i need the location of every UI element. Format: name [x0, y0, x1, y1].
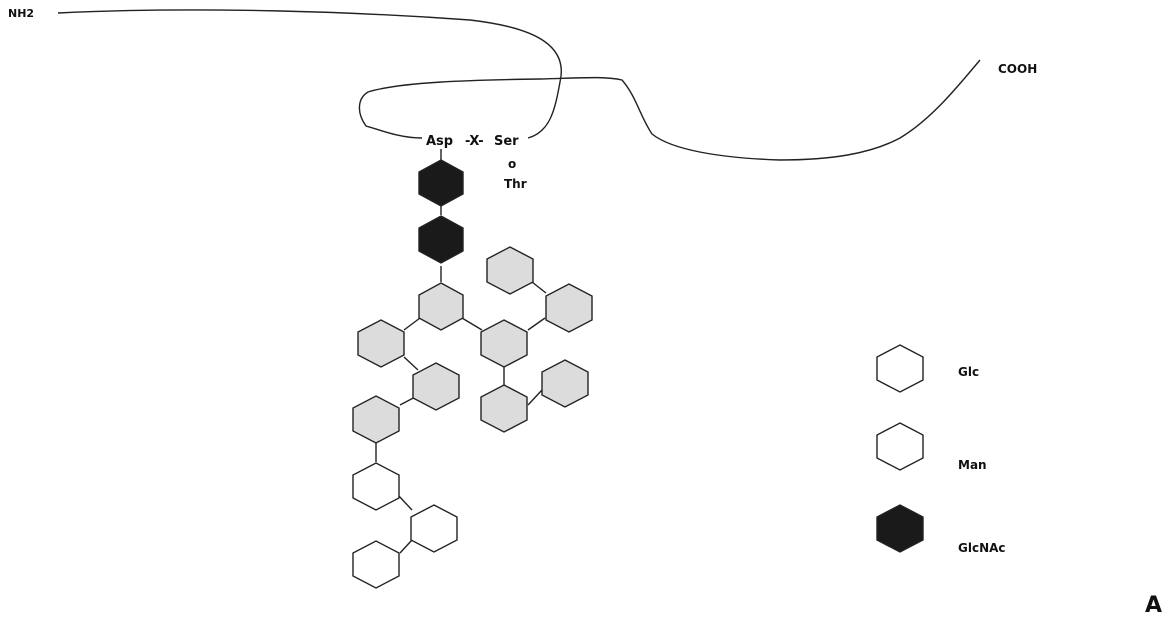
mannose-residue — [357, 319, 405, 368]
mannose-residue — [480, 319, 528, 368]
mannose-core-residue — [418, 282, 464, 331]
legend-glcnac-swatch — [876, 504, 924, 553]
legend-man-label: Man — [958, 458, 987, 472]
mannose-residue — [541, 359, 589, 408]
mannose-residue — [412, 362, 460, 411]
legend-glc-swatch — [876, 344, 924, 393]
glucose-residue — [410, 504, 458, 553]
sequon-thr-label: Thr — [504, 177, 527, 191]
sequon-or-label: o — [508, 157, 516, 171]
glucose-residue — [352, 462, 400, 511]
mannose-residue — [545, 283, 593, 333]
legend-glc-label: Glc — [958, 365, 979, 379]
glcnac-residue-2 — [418, 215, 464, 264]
glycan-tree — [352, 159, 593, 589]
legend-glcnac-label: GlcNAc — [958, 541, 1006, 555]
c-terminus-label: COOH — [998, 62, 1037, 76]
legend: Glc Man GlcNAc — [876, 344, 1006, 555]
panel-label: A — [1145, 593, 1162, 618]
sequon-x-label: -X- — [465, 134, 484, 149]
mannose-residue — [486, 246, 534, 295]
glucose-residue — [352, 540, 400, 589]
mannose-residue — [352, 395, 400, 444]
legend-man-swatch — [876, 422, 924, 471]
sequon-asp-label: Asp — [426, 134, 453, 149]
glcnac-residue-1 — [418, 159, 464, 207]
mannose-residue — [480, 384, 528, 433]
polypeptide-chain — [57, 9, 981, 161]
n-terminus-label: NH2 — [8, 7, 34, 20]
sequon-ser-label: Ser — [494, 134, 519, 149]
